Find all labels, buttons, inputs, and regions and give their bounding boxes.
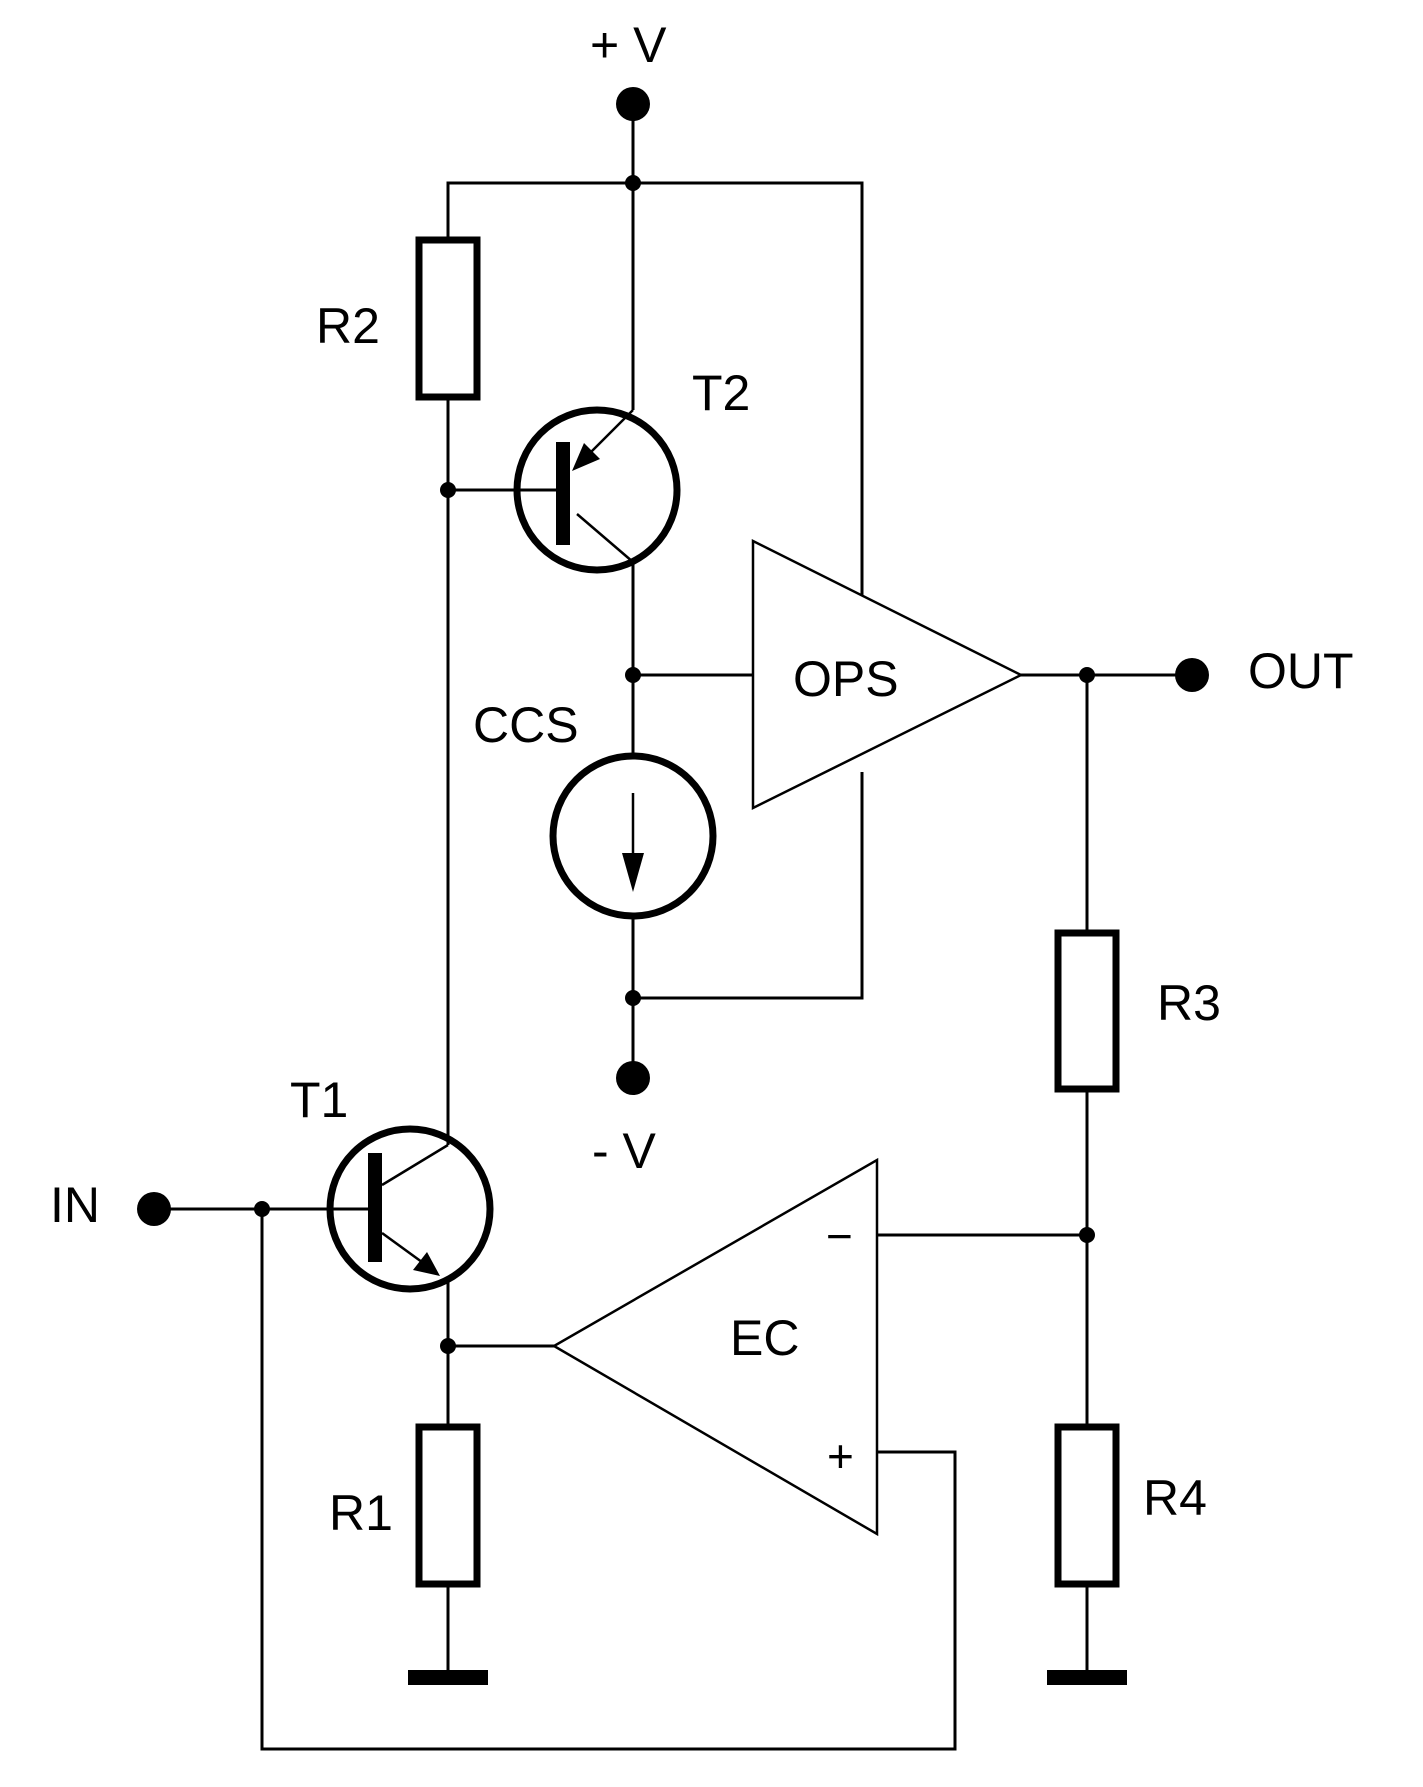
- transistor-t1-collector: [381, 1143, 449, 1187]
- ground-symbol-icon: [1047, 1670, 1127, 1685]
- negative-rail-wire: [633, 772, 864, 1000]
- transistor-t1-emitter: [381, 1231, 427, 1267]
- input-node: IN: [50, 1177, 372, 1233]
- ground-symbol-icon: [408, 1670, 488, 1685]
- transistor-t2-label: T2: [692, 365, 750, 421]
- output-node: OUT: [1021, 643, 1354, 699]
- current-arrow-icon: [622, 853, 644, 892]
- current-source-label: CCS: [473, 697, 579, 753]
- output-stage-label: OPS: [793, 651, 899, 707]
- emitter-arrow-icon: [413, 1252, 440, 1276]
- transistor-t1[interactable]: T1: [290, 1072, 494, 1293]
- resistor-r1-label: R1: [329, 1485, 393, 1541]
- resistor-r1-body: [415, 1423, 481, 1588]
- output-label: OUT: [1248, 643, 1354, 699]
- positive-supply-label: + V: [590, 17, 667, 73]
- inverting-input-sign: −: [826, 1210, 853, 1262]
- output-stage-ops[interactable]: OPS: [751, 538, 1024, 811]
- negative-supply: - V: [592, 772, 864, 1179]
- transistor-t2[interactable]: T2: [448, 365, 750, 574]
- error-amplifier-triangle: [551, 1157, 879, 1537]
- resistor-r2-label: R2: [316, 298, 380, 354]
- junction-dot: [625, 990, 641, 1006]
- transistor-t2-collector: [576, 513, 634, 563]
- transistor-t1-body: [326, 1125, 494, 1293]
- input-label: IN: [50, 1177, 100, 1233]
- negative-supply-label: - V: [592, 1123, 657, 1179]
- resistor-r3-body: [1054, 929, 1120, 1093]
- resistor-r1[interactable]: R1: [329, 1423, 481, 1588]
- resistor-r4-label: R4: [1143, 1470, 1207, 1526]
- resistor-r4-body: [1054, 1423, 1120, 1588]
- resistor-r3-label: R3: [1157, 975, 1221, 1031]
- positive-rail-wire: [446, 181, 864, 595]
- junction-dot: [625, 667, 641, 683]
- noninverting-input-sign: +: [827, 1430, 854, 1482]
- resistor-r2-body: [415, 236, 481, 401]
- transistor-t1-label: T1: [290, 1072, 348, 1128]
- resistor-r4[interactable]: R4: [1054, 1423, 1207, 1588]
- input-reference-wire: [260, 1209, 957, 1751]
- positive-supply: + V: [446, 17, 864, 595]
- output-terminal[interactable]: [1175, 658, 1209, 692]
- current-source-body: [549, 752, 717, 920]
- error-amplifier-ec[interactable]: EC − +: [551, 1157, 879, 1537]
- emitter-arrow-icon: [572, 443, 600, 471]
- resistor-r3[interactable]: R3: [1054, 929, 1221, 1093]
- resistor-r2[interactable]: R2: [316, 236, 481, 401]
- current-source-ccs[interactable]: CCS: [473, 697, 717, 920]
- error-amplifier-label: EC: [730, 1310, 799, 1366]
